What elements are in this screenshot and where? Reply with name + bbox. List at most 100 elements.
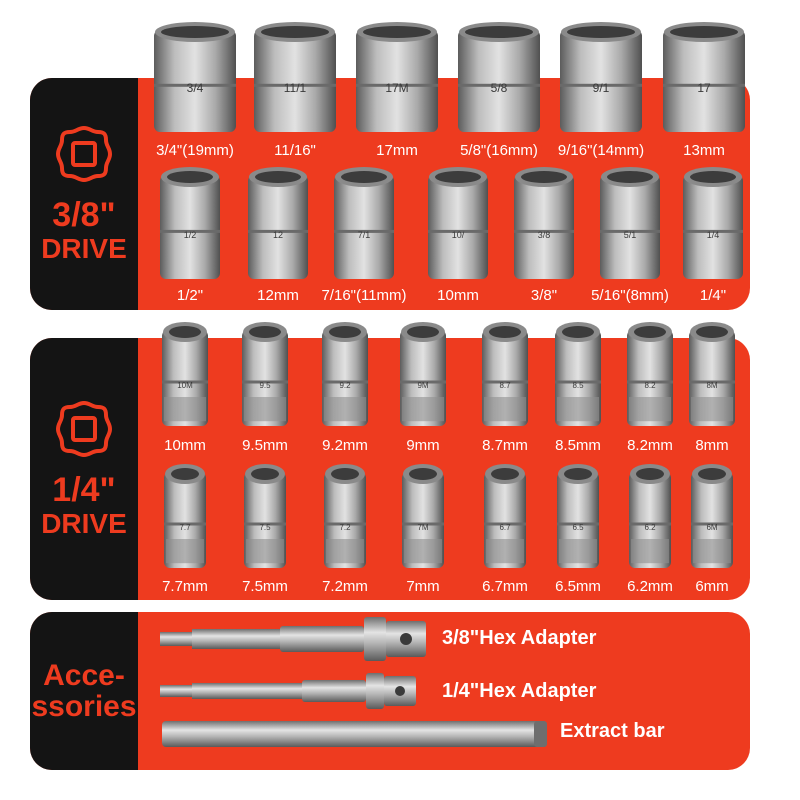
- socket-item: 1/4: [681, 165, 745, 288]
- socket-item: 5/1: [598, 165, 662, 288]
- socket-item: 6M: [689, 462, 735, 577]
- socket-size-label: 10mm: [437, 287, 479, 304]
- socket-size-label: 17mm: [376, 142, 418, 159]
- socket-item: 6.5: [555, 462, 601, 577]
- socket-size-label: 9/16"(14mm): [557, 142, 645, 159]
- square-drive-icon: [55, 126, 113, 183]
- socket-size-label: 5/16"(8mm): [591, 287, 669, 304]
- socket-engraving: 7.5: [259, 523, 271, 532]
- socket-image: 3/8: [514, 167, 574, 279]
- socket-image: 10/: [428, 167, 488, 279]
- socket-item: 7.2: [322, 462, 368, 577]
- socket-engraving: 12: [273, 230, 283, 240]
- socket-size-label: 8.5mm: [555, 437, 601, 454]
- socket-image: 10M: [162, 322, 208, 426]
- socket-item: 7.5: [242, 462, 288, 577]
- socket-size-label: 5/8"(16mm): [460, 142, 538, 159]
- socket-engraving: 5/8: [491, 81, 508, 95]
- socket-engraving: 9M: [417, 381, 428, 390]
- socket-item: 17: [661, 20, 747, 141]
- socket-size-label: 8.7mm: [482, 437, 528, 454]
- socket-image: 8.2: [627, 322, 673, 426]
- socket-size-label: 7/16"(11mm): [321, 287, 407, 304]
- socket-image: 12: [248, 167, 308, 279]
- socket-image: 7/1: [334, 167, 394, 279]
- socket-engraving: 8.5: [572, 381, 584, 390]
- socket-item: 17M: [354, 20, 440, 141]
- socket-image: 8.5: [555, 322, 601, 426]
- socket-size-label: 3/8": [530, 287, 558, 304]
- drive-38-sidebar: 3/8" DRIVE: [30, 78, 138, 310]
- socket-image: 9M: [400, 322, 446, 426]
- hex-adapter-14-image: [160, 673, 416, 709]
- socket-image: 7.2: [324, 464, 366, 568]
- socket-engraving: 7.2: [339, 523, 351, 532]
- drive-38-title: 3/8" DRIVE: [41, 196, 127, 265]
- socket-size-label: 8mm: [695, 437, 729, 454]
- socket-image: 11/1: [254, 22, 336, 132]
- socket-engraving: 9.2: [339, 381, 351, 390]
- socket-item: 6.2: [627, 462, 673, 577]
- socket-engraving: 10M: [177, 381, 193, 390]
- socket-item: 5/8: [456, 20, 542, 141]
- socket-image: 9.2: [322, 322, 368, 426]
- socket-size-label: 9.5mm: [242, 437, 288, 454]
- socket-size-label: 1/4": [699, 287, 727, 304]
- socket-image: 1/2: [160, 167, 220, 279]
- socket-item: 7/1: [332, 165, 396, 288]
- socket-image: 8M: [689, 322, 735, 426]
- socket-image: 8.7: [482, 322, 528, 426]
- socket-size-label: 7.5mm: [242, 578, 288, 595]
- socket-item: 6.7: [482, 462, 528, 577]
- socket-engraving: 17: [697, 81, 711, 95]
- socket-item: 7M: [400, 462, 446, 577]
- socket-item: 3/8: [512, 165, 576, 288]
- socket-engraving: 9/1: [593, 81, 610, 95]
- socket-image: 5/1: [600, 167, 660, 279]
- socket-size-label: 7.7mm: [162, 578, 208, 595]
- socket-item: 12: [246, 165, 310, 288]
- socket-engraving: 7M: [417, 523, 428, 532]
- socket-image: 6.5: [557, 464, 599, 568]
- socket-item: 9.5: [240, 320, 290, 435]
- extract-bar-label: Extract bar: [560, 720, 665, 742]
- socket-engraving: 6.5: [572, 523, 584, 532]
- socket-size-label: 6mm: [695, 578, 729, 595]
- socket-size-label: 10mm: [164, 437, 206, 454]
- socket-item: 7.7: [162, 462, 208, 577]
- socket-engraving: 7.7: [179, 523, 191, 532]
- socket-engraving: 11/1: [284, 81, 307, 95]
- socket-image: 6.7: [484, 464, 526, 568]
- socket-engraving: 1/2: [184, 230, 197, 240]
- socket-engraving: 17M: [385, 81, 408, 95]
- socket-item: 9.2: [320, 320, 370, 435]
- drive-14-sidebar: 1/4" DRIVE: [30, 338, 138, 600]
- hex-adapter-38-label: 3/8"Hex Adapter: [442, 627, 597, 649]
- socket-image: 17: [663, 22, 745, 132]
- accessories-sidebar: Acce- ssories: [30, 612, 138, 770]
- socket-size-label: 9.2mm: [322, 437, 368, 454]
- hex-adapter-38-image: [160, 617, 426, 661]
- socket-size-label: 12mm: [257, 287, 299, 304]
- socket-image: 17M: [356, 22, 438, 132]
- socket-size-label: 9mm: [406, 437, 440, 454]
- socket-size-label: 8.2mm: [627, 437, 673, 454]
- socket-size-label: 6.2mm: [627, 578, 673, 595]
- socket-item: 1/2: [158, 165, 222, 288]
- socket-image: 6.2: [629, 464, 671, 568]
- socket-image: 7.5: [244, 464, 286, 568]
- socket-image: 9.5: [242, 322, 288, 426]
- socket-image: 7M: [402, 464, 444, 568]
- socket-size-label: 3/4"(19mm): [156, 142, 234, 159]
- socket-image: 9/1: [560, 22, 642, 132]
- socket-item: 8M: [687, 320, 737, 435]
- socket-engraving: 6.7: [499, 523, 511, 532]
- socket-item: 8.7: [480, 320, 530, 435]
- socket-engraving: 1/4: [707, 230, 720, 240]
- socket-size-label: 13mm: [683, 142, 725, 159]
- socket-image: 5/8: [458, 22, 540, 132]
- socket-item: 3/4: [152, 20, 238, 141]
- socket-engraving: 10/: [452, 230, 465, 240]
- socket-size-label: 11/16": [274, 142, 316, 159]
- socket-item: 8.2: [625, 320, 675, 435]
